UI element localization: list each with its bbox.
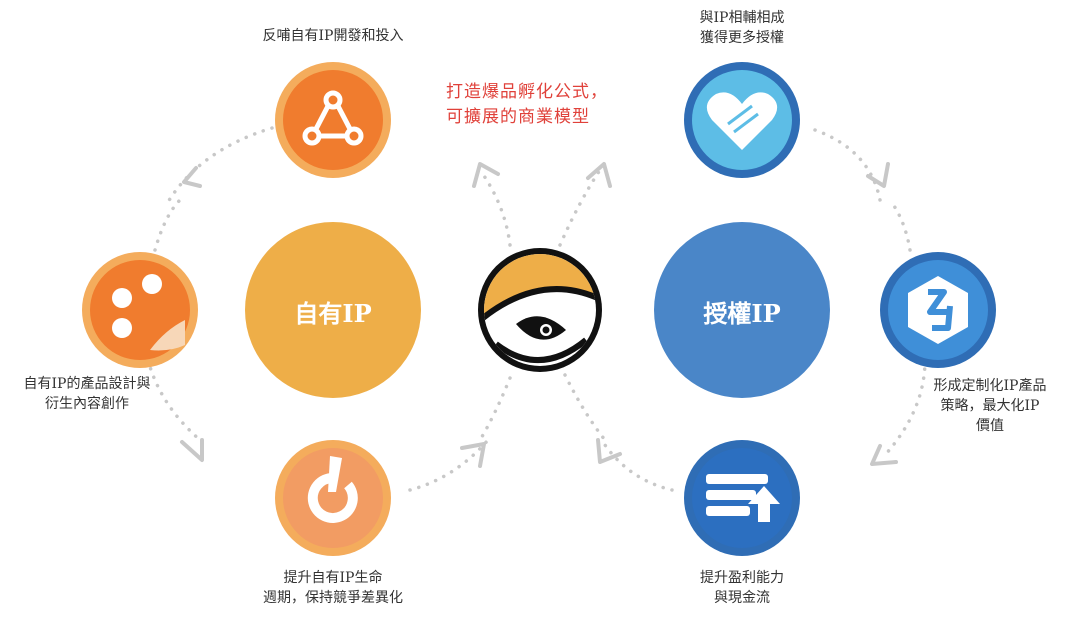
headline: 打造爆品孵化公式， 可擴展的商業模型 xyxy=(446,80,608,130)
arrow-center-top-right xyxy=(586,162,612,188)
label-handshake-heart: 與IP相輔相成 獲得更多授權 xyxy=(652,8,832,48)
label-line: 提升自有IP生命 xyxy=(283,570,383,586)
dots-card-node xyxy=(82,252,198,368)
connector-center-left-up xyxy=(478,168,512,247)
connector-bottom-right xyxy=(603,443,674,492)
stack-upload-node xyxy=(684,440,800,556)
arrow-bottom-right xyxy=(596,438,622,464)
label-timer-dial: 提升自有IP生命 週期，保持競爭差異化 xyxy=(213,568,453,608)
connector-right-upper xyxy=(888,198,912,252)
arrow-right-top xyxy=(866,162,890,188)
arrowheads xyxy=(180,162,898,468)
chain-link-icon xyxy=(302,90,364,146)
handshake-heart-node xyxy=(684,62,800,178)
connector-paths xyxy=(146,126,927,492)
own-ip-label: 自有IP xyxy=(294,299,372,328)
connector-left-upper xyxy=(153,198,182,252)
handshake-heart-icon xyxy=(706,92,778,150)
label-line: 提升盈利能力 xyxy=(700,570,784,586)
hexagon-s-icon xyxy=(908,276,968,344)
arrow-left-bottom xyxy=(180,438,204,462)
eye-ball-logo-icon xyxy=(478,248,602,372)
label-line: 與IP相輔相成 xyxy=(699,10,785,26)
timer-dial-icon xyxy=(307,456,358,523)
connector-top-left xyxy=(166,126,274,204)
label-line: 獲得更多授權 xyxy=(700,30,784,46)
chain-link-node xyxy=(275,62,391,178)
label-line: 策略，最大化IP xyxy=(940,398,1040,414)
arrow-right-bottom xyxy=(870,444,898,466)
label-stack-upload: 提升盈利能力 與現金流 xyxy=(652,568,832,608)
headline-line-1: 打造爆品孵化公式， xyxy=(446,82,608,102)
connector-right-lower xyxy=(883,358,927,457)
connector-center-right-up xyxy=(558,168,602,247)
arrow-center-top-left xyxy=(472,162,500,188)
label-line: 衍生內容創作 xyxy=(45,396,129,412)
connector-left-lower xyxy=(146,358,202,442)
label-line: 價值 xyxy=(976,418,1004,434)
licensed-ip-circle xyxy=(654,222,830,398)
stack-upload-icon xyxy=(706,474,780,522)
label-line: 形成定制化IP產品 xyxy=(933,378,1047,394)
label-line: 反哺自有IP開發和投入 xyxy=(262,28,404,44)
label-line: 自有IP的產品設計與 xyxy=(23,376,151,392)
hexagon-s-node xyxy=(880,252,996,368)
timer-dial-node xyxy=(275,440,391,556)
label-chain-link: 反哺自有IP開發和投入 xyxy=(213,26,453,46)
arrow-bottom-left xyxy=(460,442,486,468)
label-line: 週期，保持競爭差異化 xyxy=(263,590,403,606)
arrow-left-top xyxy=(182,166,202,188)
label-hexagon-s: 形成定制化IP產品 策略，最大化IP 價值 xyxy=(905,376,1075,436)
dots-card-icon xyxy=(112,274,185,351)
connector-bottom-left xyxy=(408,438,490,492)
own-ip-circle xyxy=(245,222,421,398)
connector-center-down-left xyxy=(478,376,512,442)
headline-line-2: 可擴展的商業模型 xyxy=(446,107,590,127)
connector-top-right xyxy=(813,128,882,202)
label-dots-card: 自有IP的產品設計與 衍生內容創作 xyxy=(2,374,172,414)
connector-center-down-right xyxy=(563,373,607,442)
label-line: 與現金流 xyxy=(714,590,770,606)
licensed-ip-label: 授權IP xyxy=(703,299,781,328)
